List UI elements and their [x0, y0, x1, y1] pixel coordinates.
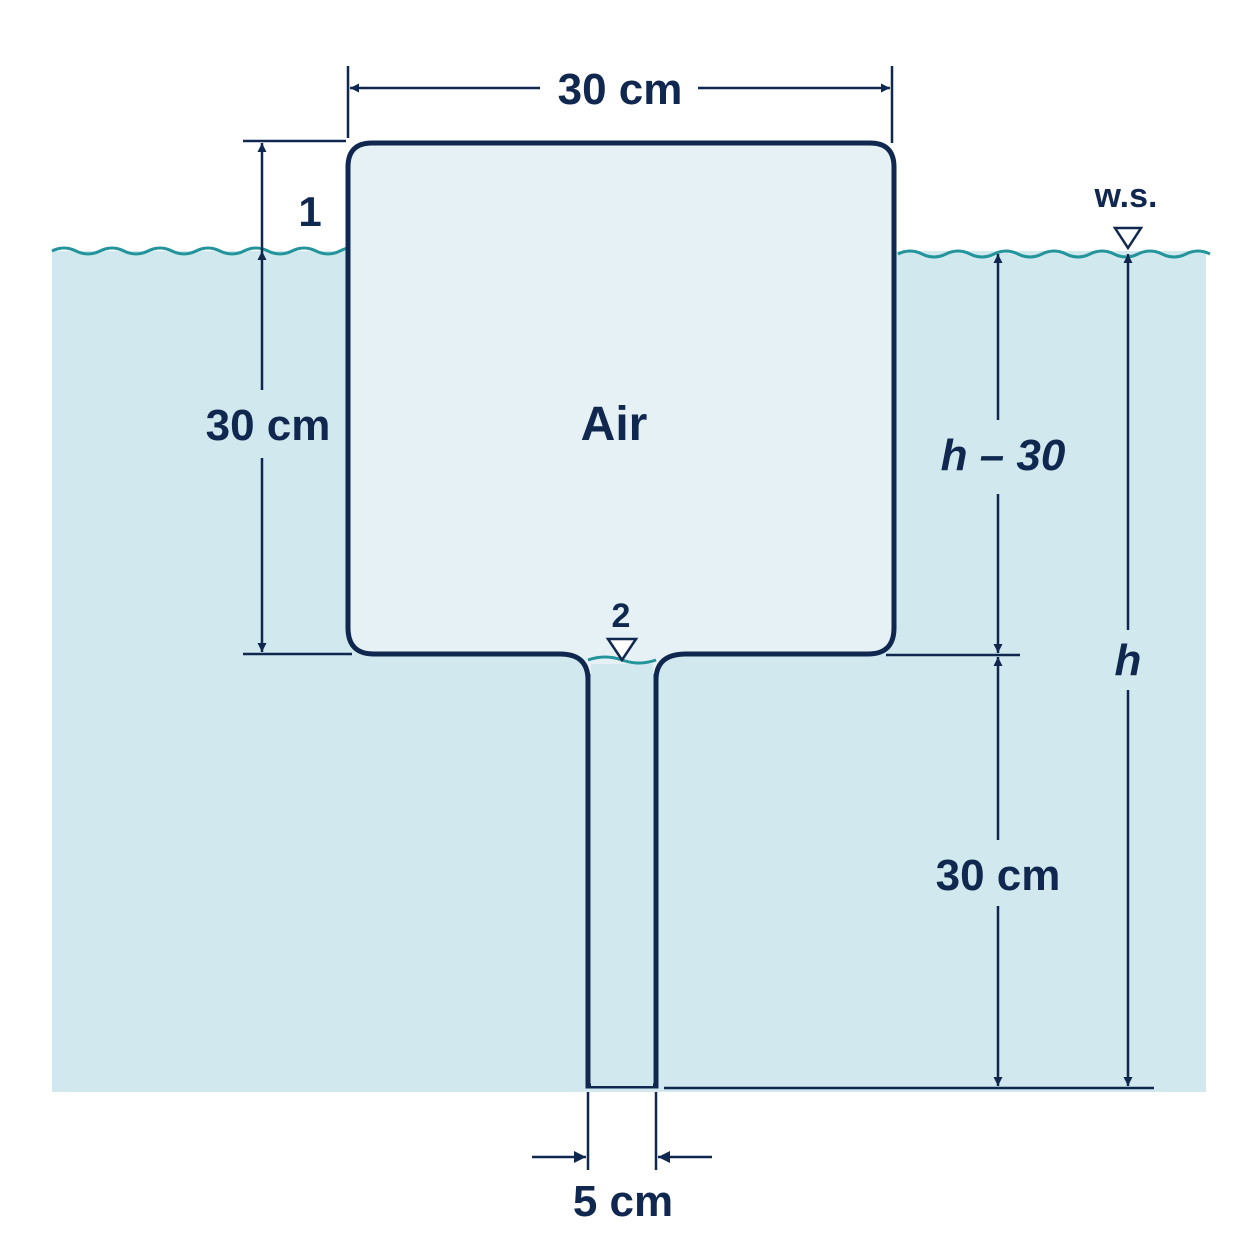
tube-length-label: 30 cm [936, 851, 1061, 900]
air-label: Air [581, 398, 648, 451]
left-height-label: 30 cm [206, 401, 331, 450]
level-2-marker-icon [605, 637, 639, 663]
water-surface-label: w.s. [1094, 177, 1158, 215]
water-surface-left [51, 246, 354, 256]
water-surface-right [897, 249, 1211, 259]
h-label: h [1115, 636, 1142, 685]
point-2-label: 2 [612, 597, 631, 635]
tube-water [591, 664, 653, 1086]
point-1-label: 1 [298, 188, 321, 235]
tube-width-label: 5 cm [573, 1177, 673, 1226]
water-surface-marker-icon [1112, 226, 1144, 251]
top-width-label: 30 cm [558, 65, 683, 114]
h-minus-30-label: h – 30 [941, 431, 1066, 480]
